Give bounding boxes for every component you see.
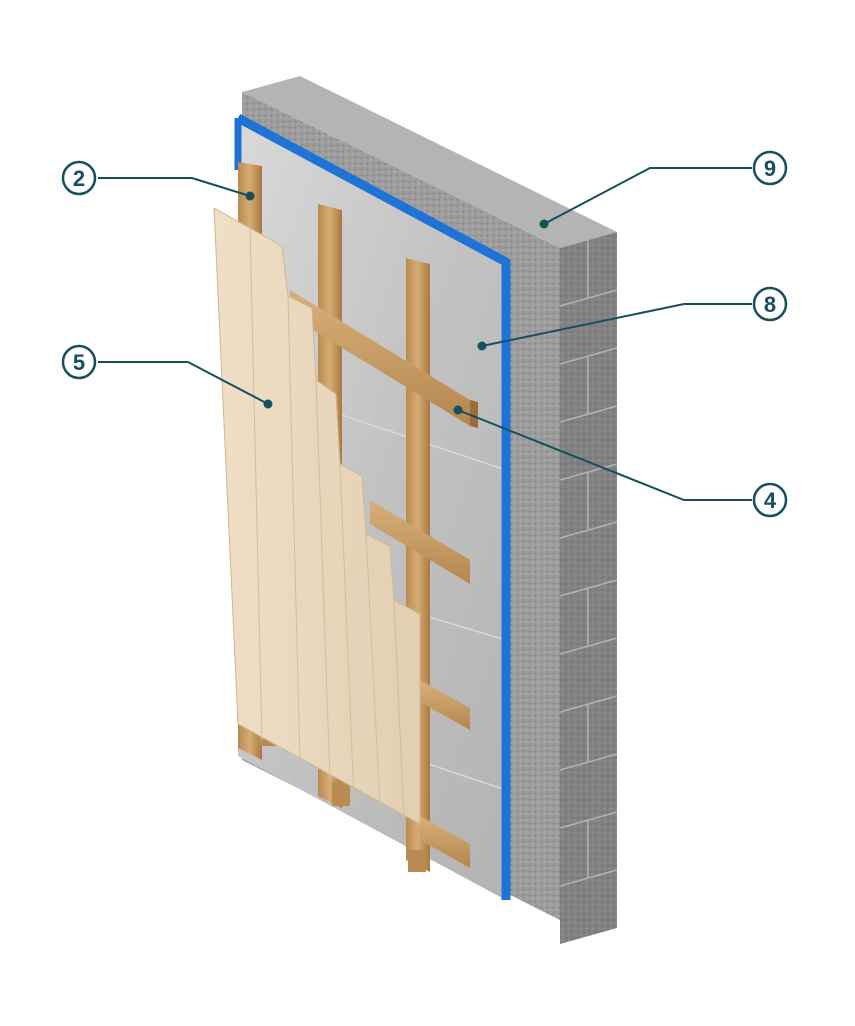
callout-4: 4 — [453, 405, 788, 518]
callout-9: 9 — [539, 150, 788, 229]
callout-5-label: 5 — [73, 350, 85, 375]
callout-8-leader — [481, 303, 752, 347]
callout-5-leader — [98, 361, 269, 405]
callout-5-dot — [263, 399, 273, 409]
block-wall-top — [242, 76, 617, 248]
callout-2-circle — [61, 160, 97, 196]
callouts: 2 5 9 8 4 — [61, 150, 788, 518]
callout-9-circle — [752, 150, 788, 186]
horizontal-batten-3 — [420, 680, 470, 730]
callout-8: 8 — [477, 286, 788, 351]
callout-2-leader — [98, 177, 251, 197]
horizontal-batten-end-1 — [470, 400, 478, 428]
callout-8-label: 8 — [764, 292, 776, 317]
horizontal-batten — [290, 290, 470, 426]
horizontal-batten-2 — [370, 500, 470, 584]
callout-9-label: 9 — [764, 156, 776, 181]
callout-4-circle — [752, 482, 788, 518]
callout-2: 2 — [61, 160, 255, 201]
horizontal-batten-4 — [420, 816, 470, 868]
callout-2-label: 2 — [73, 166, 85, 191]
callout-4-dot — [453, 405, 463, 415]
callout-2-dot — [245, 191, 255, 201]
horizontal-battens — [290, 290, 478, 868]
callout-8-dot — [477, 341, 487, 351]
callout-5: 5 — [61, 344, 273, 409]
callout-5-circle — [61, 344, 97, 380]
cladding-board-lines — [249, 225, 405, 819]
callout-4-leader — [457, 409, 752, 501]
block-wall-mortar-joints — [559, 240, 618, 887]
wood-cladding — [213, 207, 421, 825]
callout-9-leader — [543, 167, 752, 225]
blue-edge-seal — [235, 114, 511, 900]
callout-8-circle — [752, 286, 788, 322]
callout-4-label: 4 — [764, 488, 777, 513]
callout-9-dot — [539, 219, 549, 229]
